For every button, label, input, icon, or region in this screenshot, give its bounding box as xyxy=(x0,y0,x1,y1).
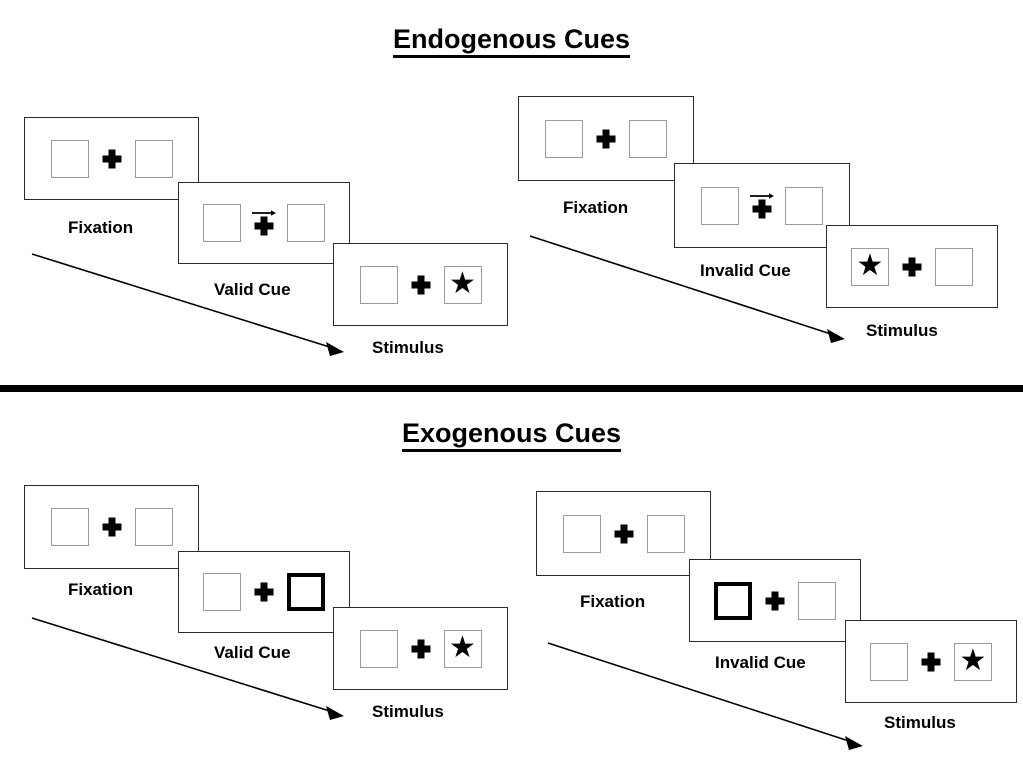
trial-frame-invalid-cue: ★ ★ xyxy=(689,559,861,642)
step-caption: Valid Cue xyxy=(214,280,291,299)
plus-icon xyxy=(921,652,941,671)
placeholder-box-left: ★ xyxy=(701,186,739,225)
placeholder-box-left: ★ xyxy=(851,247,889,286)
placeholder-box-right: ★ xyxy=(134,139,173,178)
step-caption: Stimulus xyxy=(372,338,444,357)
frame-contents: ★ ★ xyxy=(50,508,173,546)
placeholder-box-right: ★ xyxy=(134,508,173,546)
time-progression-arrow xyxy=(28,248,348,363)
time-progression-arrow xyxy=(544,637,868,757)
placeholder-box-right: ★ xyxy=(443,629,482,668)
star-icon: ★ xyxy=(959,643,987,677)
trial-frame-fixation: ★ ★ xyxy=(24,485,199,569)
step-caption: Invalid Cue xyxy=(715,653,806,672)
frame-contents: ★ ★ xyxy=(545,119,667,158)
placeholder-box-right: ★ xyxy=(785,186,823,225)
placeholder-box-right: ★ xyxy=(443,265,482,304)
frame-contents: ★ ★ xyxy=(701,186,823,225)
fixation-cross xyxy=(102,140,122,178)
placeholder-box-left-cued: ★ xyxy=(714,581,752,620)
trial-frame-invalid-cue: ★ ★ xyxy=(674,163,850,248)
arrow-right-icon xyxy=(749,188,775,199)
step-caption: Stimulus xyxy=(884,713,956,732)
trial-frame-valid-cue: ★ ★ xyxy=(178,182,350,264)
arrow-right-icon xyxy=(251,205,277,216)
plus-icon xyxy=(765,591,785,610)
section-divider xyxy=(0,385,1023,392)
time-progression-arrow xyxy=(526,230,850,350)
section-title-endogenous-text: Endogenous Cues xyxy=(392,24,630,58)
placeholder-box-left: ★ xyxy=(359,629,398,668)
placeholder-box-left: ★ xyxy=(545,119,583,158)
trial-frame-stimulus: ★ ★ xyxy=(333,243,508,326)
fixation-cross xyxy=(596,120,616,158)
plus-icon xyxy=(411,639,430,658)
trial-frame-stimulus: ★ ★ xyxy=(826,225,998,308)
placeholder-box-right: ★ xyxy=(629,119,667,158)
step-caption: Fixation xyxy=(580,592,646,611)
plus-icon xyxy=(596,129,616,148)
placeholder-box-left: ★ xyxy=(50,139,89,178)
placeholder-box-right: ★ xyxy=(646,514,685,553)
plus-icon xyxy=(411,275,430,294)
frame-contents: ★ ★ xyxy=(714,581,836,620)
trial-frame-fixation: ★ ★ xyxy=(24,117,199,200)
frame-contents: ★ ★ xyxy=(50,139,173,178)
trial-frame-valid-cue: ★ ★ xyxy=(178,551,350,633)
frame-contents: ★ ★ xyxy=(203,204,325,242)
plus-icon xyxy=(102,517,121,537)
plus-icon xyxy=(254,216,274,236)
fixation-cross xyxy=(902,248,922,286)
step-caption: Fixation xyxy=(68,580,134,599)
frame-contents: ★ ★ xyxy=(359,265,482,304)
placeholder-box-right-cued: ★ xyxy=(287,573,325,611)
fixation-cross xyxy=(102,508,122,546)
placeholder-box-right: ★ xyxy=(935,247,973,286)
placeholder-box-left: ★ xyxy=(870,642,908,681)
fixation-cross xyxy=(251,204,277,242)
frame-contents: ★ ★ xyxy=(359,629,482,668)
placeholder-box-right: ★ xyxy=(954,642,992,681)
plus-icon xyxy=(254,582,274,602)
step-caption: Stimulus xyxy=(866,321,938,340)
placeholder-box-right: ★ xyxy=(798,581,836,620)
section-title-endogenous: Endogenous Cues xyxy=(0,24,1023,58)
trial-frame-fixation: ★ ★ xyxy=(518,96,694,181)
fixation-cross xyxy=(254,573,274,611)
step-caption: Fixation xyxy=(563,198,629,217)
fixation-cross xyxy=(765,582,785,620)
trial-frame-fixation: ★ ★ xyxy=(536,491,711,576)
step-caption: Fixation xyxy=(68,218,134,237)
plus-icon xyxy=(752,199,772,219)
placeholder-box-left: ★ xyxy=(203,573,241,611)
trial-frame-stimulus: ★ ★ xyxy=(333,607,508,690)
frame-contents: ★ ★ xyxy=(203,573,325,611)
placeholder-box-left: ★ xyxy=(50,508,89,546)
placeholder-box-right: ★ xyxy=(287,204,325,242)
star-icon: ★ xyxy=(449,630,476,664)
trial-frame-stimulus: ★ ★ xyxy=(845,620,1017,703)
frame-contents: ★ ★ xyxy=(562,514,685,553)
section-title-exogenous: Exogenous Cues xyxy=(0,418,1023,452)
plus-icon xyxy=(102,149,121,168)
fixation-cross xyxy=(614,515,634,553)
placeholder-box-left: ★ xyxy=(203,204,241,242)
plus-icon xyxy=(614,524,633,543)
plus-icon xyxy=(902,257,922,276)
frame-contents: ★ ★ xyxy=(870,642,992,681)
step-caption: Invalid Cue xyxy=(700,261,791,280)
fixation-cross xyxy=(411,630,431,668)
star-icon: ★ xyxy=(856,248,884,282)
fixation-cross xyxy=(411,266,431,304)
fixation-cross xyxy=(749,187,775,225)
step-caption: Stimulus xyxy=(372,702,444,721)
frame-contents: ★ ★ xyxy=(851,247,973,286)
step-caption: Valid Cue xyxy=(214,643,291,662)
star-icon: ★ xyxy=(449,266,476,300)
section-title-exogenous-text: Exogenous Cues xyxy=(401,418,622,452)
placeholder-box-left: ★ xyxy=(359,265,398,304)
fixation-cross xyxy=(921,643,941,681)
placeholder-box-left: ★ xyxy=(562,514,601,553)
